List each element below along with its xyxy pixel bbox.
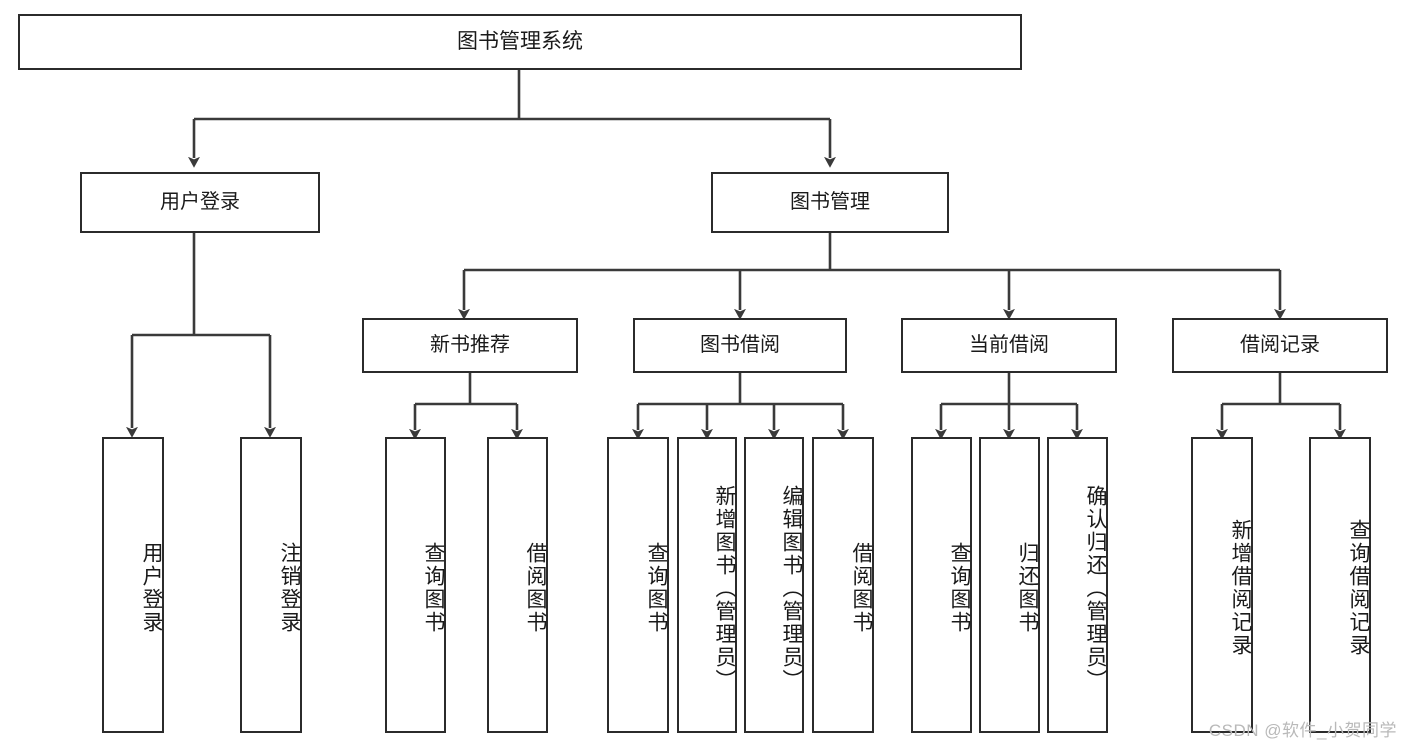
node-label: 确认归还（管理员） — [1084, 484, 1107, 692]
leaf-new-book-query-books[interactable]: 查询图书 — [385, 437, 446, 733]
node-label: 图书管理 — [790, 191, 870, 213]
node-label: 查询图书 — [948, 542, 971, 634]
node-label: 编辑图书（管理员） — [780, 484, 803, 692]
leaf-borrow-edit-book-admin[interactable]: 编辑图书（管理员） — [744, 437, 804, 733]
node-label: 图书管理系统 — [457, 29, 583, 53]
node-book-management[interactable]: 图书管理 — [711, 172, 949, 233]
node-new-book-recommendation[interactable]: 新书推荐 — [362, 318, 578, 373]
leaf-user-login-logout[interactable]: 注销登录 — [240, 437, 302, 733]
node-label: 归还图书 — [1016, 542, 1039, 634]
leaf-new-book-borrow-books[interactable]: 借阅图书 — [487, 437, 548, 733]
leaf-current-query-books[interactable]: 查询图书 — [911, 437, 972, 733]
node-label: 用户登录 — [160, 191, 240, 213]
leaf-borrow-borrow-books[interactable]: 借阅图书 — [812, 437, 874, 733]
node-label: 借阅记录 — [1240, 334, 1320, 356]
leaf-current-confirm-return-admin[interactable]: 确认归还（管理员） — [1047, 437, 1108, 733]
node-book-borrowing[interactable]: 图书借阅 — [633, 318, 847, 373]
node-label: 查询借阅记录 — [1347, 519, 1370, 657]
node-label: 当前借阅 — [969, 334, 1049, 356]
node-label: 查询图书 — [645, 542, 668, 634]
node-label: 新增图书（管理员） — [713, 484, 736, 692]
node-root-book-management-system[interactable]: 图书管理系统 — [18, 14, 1022, 70]
node-label: 借阅图书 — [524, 542, 547, 634]
leaf-user-login-login[interactable]: 用户登录 — [102, 437, 164, 733]
node-borrowing-records[interactable]: 借阅记录 — [1172, 318, 1388, 373]
csdn-watermark: CSDN @软件_小贺同学 — [1208, 721, 1397, 740]
node-label: 借阅图书 — [850, 542, 873, 634]
leaf-borrow-add-book-admin[interactable]: 新增图书（管理员） — [677, 437, 737, 733]
node-label: 查询图书 — [422, 542, 445, 634]
leaf-records-query-record[interactable]: 查询借阅记录 — [1309, 437, 1371, 733]
node-label: 新书推荐 — [430, 334, 510, 356]
node-current-borrowing[interactable]: 当前借阅 — [901, 318, 1117, 373]
node-label: 新增借阅记录 — [1229, 519, 1252, 657]
node-label: 用户登录 — [140, 542, 163, 634]
leaf-records-add-record[interactable]: 新增借阅记录 — [1191, 437, 1253, 733]
node-label: 图书借阅 — [700, 334, 780, 356]
node-user-login[interactable]: 用户登录 — [80, 172, 320, 233]
leaf-borrow-query-books[interactable]: 查询图书 — [607, 437, 669, 733]
node-label: 注销登录 — [278, 542, 301, 634]
leaf-current-return-books[interactable]: 归还图书 — [979, 437, 1040, 733]
